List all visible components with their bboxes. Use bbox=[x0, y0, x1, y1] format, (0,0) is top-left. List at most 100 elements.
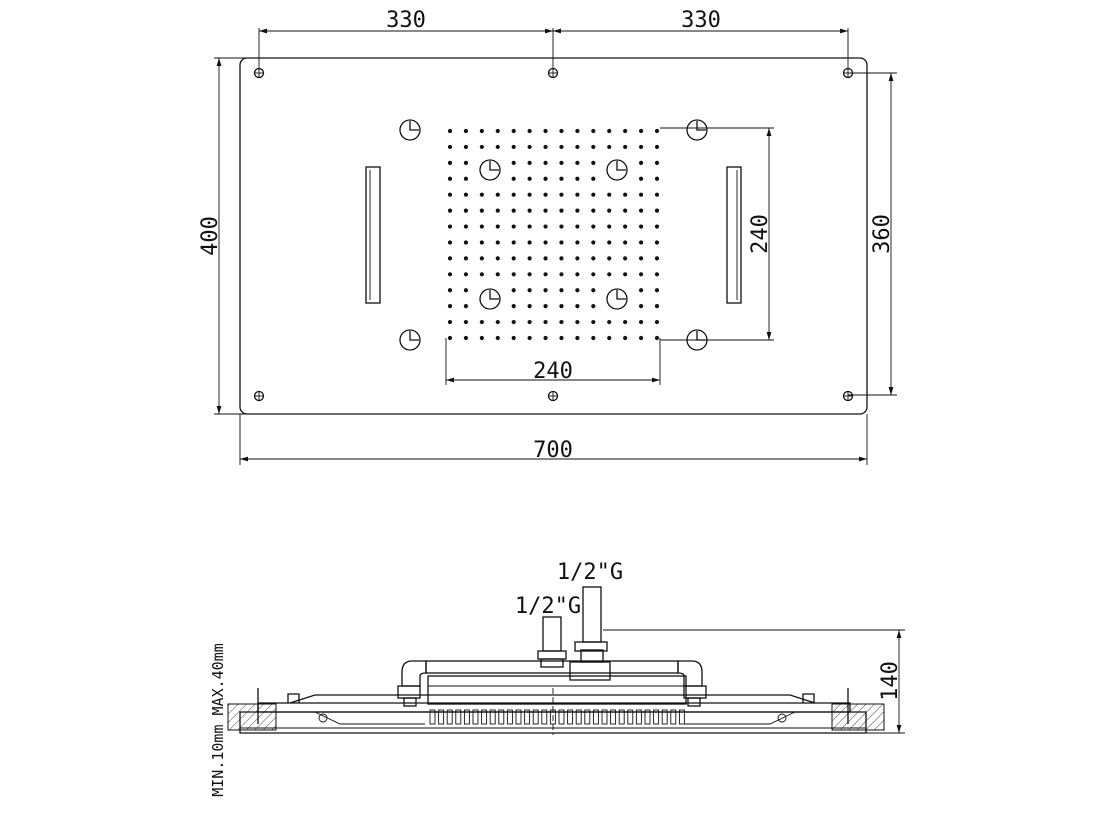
nozzle-dot bbox=[559, 176, 564, 181]
nozzle-dot bbox=[511, 288, 516, 293]
nozzle-dot bbox=[479, 144, 484, 150]
nozzle-dot bbox=[495, 335, 500, 341]
nozzle-dot bbox=[511, 192, 516, 197]
nozzle-dot bbox=[543, 335, 548, 341]
nozzle-dot bbox=[559, 144, 564, 150]
nozzle-dot bbox=[447, 288, 453, 293]
nozzle-dot bbox=[479, 272, 484, 277]
nozzle-dot bbox=[575, 272, 580, 277]
side-view: 1/2"G 1/2"G 140 MIN.10mm MAX.40mm bbox=[209, 560, 905, 797]
nozzle-dot bbox=[463, 128, 469, 134]
nozzle-dot bbox=[447, 160, 453, 165]
side-nozzle bbox=[463, 709, 470, 725]
side-nozzle bbox=[601, 709, 608, 725]
dim-panel-width: 700 bbox=[239, 414, 868, 465]
nozzle-dot bbox=[527, 288, 532, 293]
nozzle-dot bbox=[543, 192, 548, 197]
nozzle-dot bbox=[559, 256, 564, 261]
nozzle-dot bbox=[495, 256, 500, 261]
ceiling-left bbox=[227, 703, 277, 731]
nozzle-dot bbox=[463, 288, 469, 293]
nozzle-dot bbox=[607, 240, 612, 245]
nozzle-dot bbox=[543, 208, 548, 213]
nozzle-dot bbox=[638, 272, 644, 277]
nozzle-dot bbox=[591, 192, 596, 197]
nozzle-dot bbox=[623, 208, 628, 213]
nozzle-dot bbox=[495, 144, 500, 150]
side-nozzle bbox=[678, 709, 685, 725]
nozzle-dot bbox=[654, 256, 660, 261]
nozzle-dot bbox=[447, 272, 453, 277]
nozzle-dot bbox=[591, 288, 596, 293]
side-nozzle bbox=[498, 709, 505, 725]
right-elbow bbox=[677, 660, 703, 687]
side-nozzle bbox=[644, 709, 651, 725]
nozzle-dot bbox=[591, 208, 596, 213]
nozzle-dot bbox=[447, 208, 453, 213]
nozzle-dot bbox=[543, 240, 548, 245]
dim-grid-width: 240 bbox=[445, 338, 661, 385]
led-light-icon bbox=[399, 329, 421, 351]
nozzle-dot bbox=[511, 176, 516, 181]
nozzle-dot bbox=[638, 319, 644, 325]
nozzle-dot bbox=[654, 144, 660, 150]
nozzle-dot bbox=[638, 256, 644, 261]
nozzle-dot bbox=[511, 160, 516, 165]
nozzle-dot bbox=[575, 192, 580, 197]
nozzle-dot bbox=[591, 128, 596, 134]
dim-400: 400 bbox=[198, 216, 223, 256]
nozzle-dot bbox=[559, 208, 564, 213]
nozzle-dot bbox=[575, 128, 580, 134]
nozzle-dot bbox=[479, 240, 484, 245]
nozzle-dot bbox=[463, 304, 469, 309]
nozzle-dot bbox=[623, 240, 628, 245]
ceiling-thickness-note: MIN.10mm MAX.40mm bbox=[209, 643, 227, 797]
nozzle-dot bbox=[575, 288, 580, 293]
nozzle-dot bbox=[607, 128, 612, 134]
nozzle-dot bbox=[623, 319, 628, 325]
led-light-icon bbox=[479, 288, 501, 310]
nozzle-dot bbox=[463, 192, 469, 197]
nozzle-dot bbox=[479, 128, 484, 134]
nozzle-dot bbox=[511, 272, 516, 277]
nozzle-dot bbox=[463, 240, 469, 245]
mounting-hole-icon bbox=[547, 390, 559, 402]
nozzle-dot bbox=[495, 224, 500, 229]
central-housing bbox=[427, 675, 687, 705]
dim-total-height: 140 bbox=[603, 629, 905, 734]
nozzle-dot bbox=[543, 319, 548, 325]
nozzle-dot bbox=[575, 319, 580, 325]
nozzle-dot bbox=[527, 192, 532, 197]
dim-panel-height: 400 bbox=[198, 57, 246, 415]
side-nozzle bbox=[541, 709, 548, 725]
nozzle-dot bbox=[575, 304, 580, 309]
nozzle-dot bbox=[638, 144, 644, 150]
nozzle-dot bbox=[543, 128, 548, 134]
nozzle-dot bbox=[463, 160, 469, 165]
side-nozzle bbox=[524, 709, 531, 725]
nozzle-dot bbox=[591, 240, 596, 245]
led-light-icon bbox=[399, 119, 421, 141]
panel-outline bbox=[239, 57, 868, 415]
nozzle-dot bbox=[463, 224, 469, 229]
nozzle-dot bbox=[638, 288, 644, 293]
nozzle-dot bbox=[559, 304, 564, 309]
nozzle-dot bbox=[638, 128, 644, 134]
nozzle-dot bbox=[638, 176, 644, 181]
nozzle-dot bbox=[511, 256, 516, 261]
nozzle-dot bbox=[543, 224, 548, 229]
led-lights bbox=[399, 119, 708, 351]
side-nozzle bbox=[661, 709, 668, 725]
nozzle-dot bbox=[447, 335, 453, 341]
nozzle-dot bbox=[638, 335, 644, 341]
nozzle-dot bbox=[607, 192, 612, 197]
nozzle-dot bbox=[527, 128, 532, 134]
nozzle-dot bbox=[607, 319, 612, 325]
mounting-hole-icon bbox=[842, 390, 854, 402]
side-nozzle bbox=[429, 709, 436, 725]
nozzle-dot bbox=[463, 335, 469, 341]
nozzle-dot bbox=[607, 256, 612, 261]
nozzle-dot bbox=[638, 240, 644, 245]
nozzle-dot bbox=[623, 128, 628, 134]
